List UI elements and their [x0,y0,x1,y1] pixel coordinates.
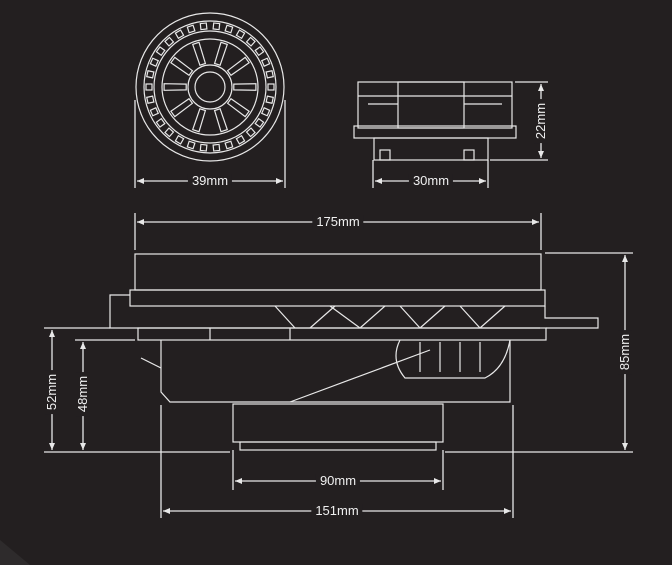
ring-slot [267,83,275,91]
ring-slot [254,117,265,128]
label-175mm: 175mm [312,215,364,229]
label-90mm: 90mm [315,474,361,488]
corner-shade [0,540,30,565]
grille-spoke [163,83,187,91]
tweeter-side-view [353,81,517,161]
dim-52mm [44,327,230,453]
ring-slot [212,143,221,152]
ring-slot [149,107,160,117]
grille-spoke [213,108,229,133]
ring-slot [224,24,234,34]
ring-slot [155,117,166,128]
ring-slot [235,29,246,40]
ring-slot [199,22,208,31]
ring-slot [212,22,221,31]
ring-slot [146,95,155,104]
ring-slot [174,134,185,145]
woofer-side-view [109,253,599,451]
ring-slot [254,46,265,57]
label-30mm: 30mm [408,174,454,188]
ring-slot [186,140,196,150]
grille-spoke [226,97,250,118]
ring-slot [174,29,185,40]
label-52mm: 52mm [44,369,59,415]
ring-slot [245,36,256,47]
label-39mm: 39mm [187,174,233,188]
ring-slot [224,140,234,150]
ring-slot [260,57,271,67]
ring-slot [146,70,155,79]
label-85mm: 85mm [617,329,632,375]
ring-slot [235,134,246,145]
label-151mm: 151mm [311,504,363,518]
grille-spoke [170,97,194,118]
ring-slot [186,24,196,34]
label-48mm: 48mm [75,371,90,417]
ring-slot [245,127,256,138]
ring-slot [260,107,271,117]
ring-slot [265,95,274,104]
ring-slot [155,46,166,57]
tweeter-front-view [135,12,285,162]
dim-85mm [445,252,633,453]
grille-spoke [213,41,229,66]
label-22mm: 22mm [533,98,548,144]
grille-spoke [226,56,250,77]
ring-slot [145,83,153,91]
ring-slot [265,70,274,79]
grille-spoke [233,83,257,91]
ring-slot [164,127,175,138]
grille-spoke [170,56,194,77]
grille-spoke [191,108,207,133]
grille-spoke [191,41,207,66]
ring-slot [199,143,208,152]
ring-slot [164,36,175,47]
ring-slot [149,57,160,67]
dim-151mm [160,405,514,518]
